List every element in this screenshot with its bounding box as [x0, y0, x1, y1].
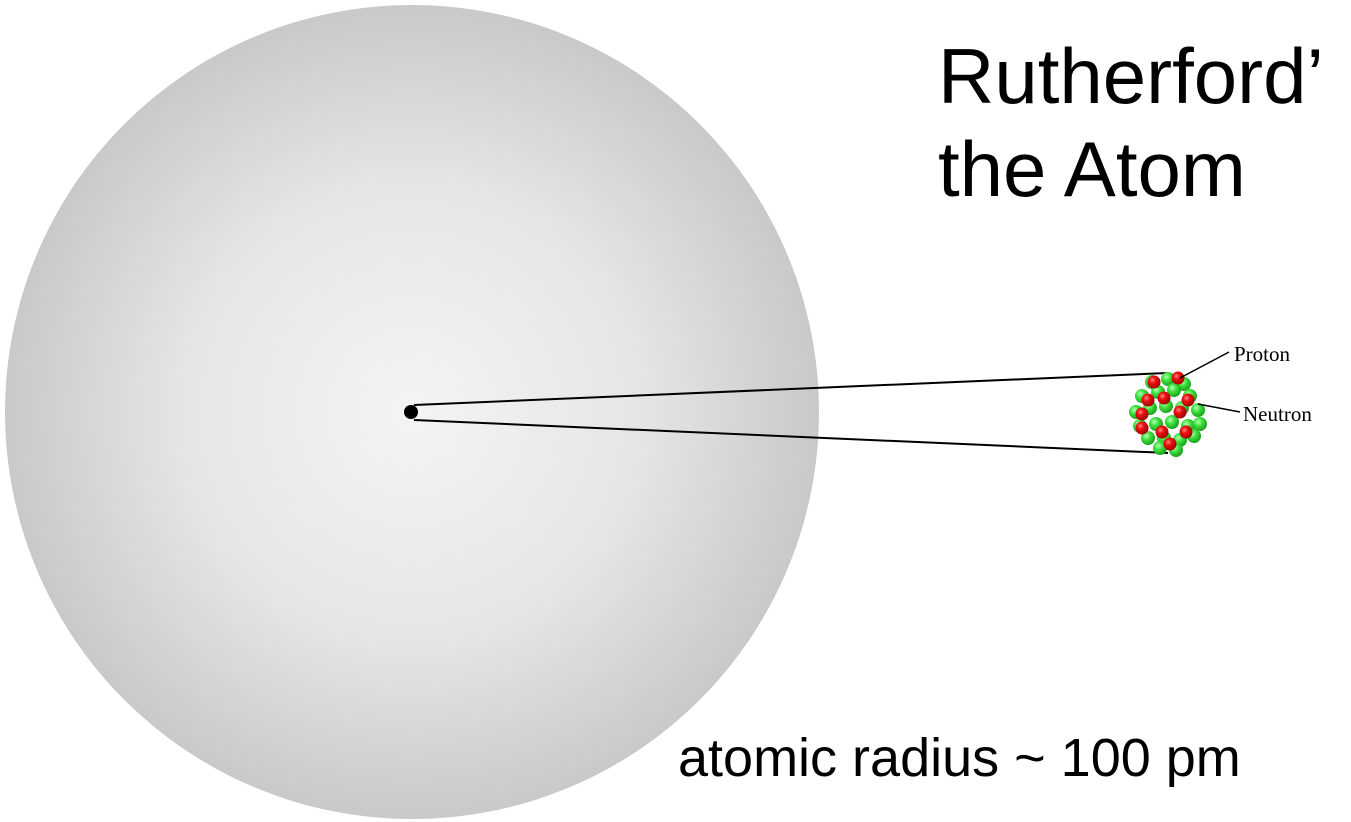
neutron-sphere — [1193, 417, 1207, 431]
neutron-sphere — [1191, 403, 1205, 417]
proton-label: Proton — [1234, 342, 1291, 366]
proton-leader-line — [1179, 351, 1230, 379]
proton-sphere — [1135, 421, 1149, 435]
proton-sphere — [1141, 393, 1155, 407]
magnified-nucleus — [1129, 371, 1207, 457]
proton-sphere — [1155, 425, 1169, 439]
proton-sphere — [1179, 425, 1193, 439]
proton-sphere — [1173, 405, 1187, 419]
neutron-sphere — [1165, 415, 1179, 429]
neutron-sphere — [1153, 441, 1167, 455]
neutron-label: Neutron — [1243, 402, 1312, 426]
neutron-sphere — [1167, 383, 1181, 397]
proton-sphere — [1135, 407, 1149, 421]
neutron-sphere — [1141, 431, 1155, 445]
neutron-sphere — [1161, 372, 1175, 386]
proton-sphere — [1181, 393, 1195, 407]
zoom-line-lower — [413, 419, 1169, 454]
proton-sphere — [1157, 391, 1171, 405]
zoom-line-upper — [413, 372, 1169, 406]
page-title-line-1: Rutherford’ — [938, 32, 1324, 120]
page-title-line-2: the Atom — [938, 125, 1246, 213]
proton-sphere — [1163, 437, 1177, 451]
zoom-cone — [413, 372, 1169, 454]
atomic-radius-caption: atomic radius ~ 100 pm — [678, 728, 1241, 788]
neutron-leader-line — [1197, 403, 1241, 413]
proton-sphere — [1171, 371, 1185, 385]
proton-sphere — [1147, 375, 1161, 389]
nucleus-dot — [404, 405, 418, 419]
